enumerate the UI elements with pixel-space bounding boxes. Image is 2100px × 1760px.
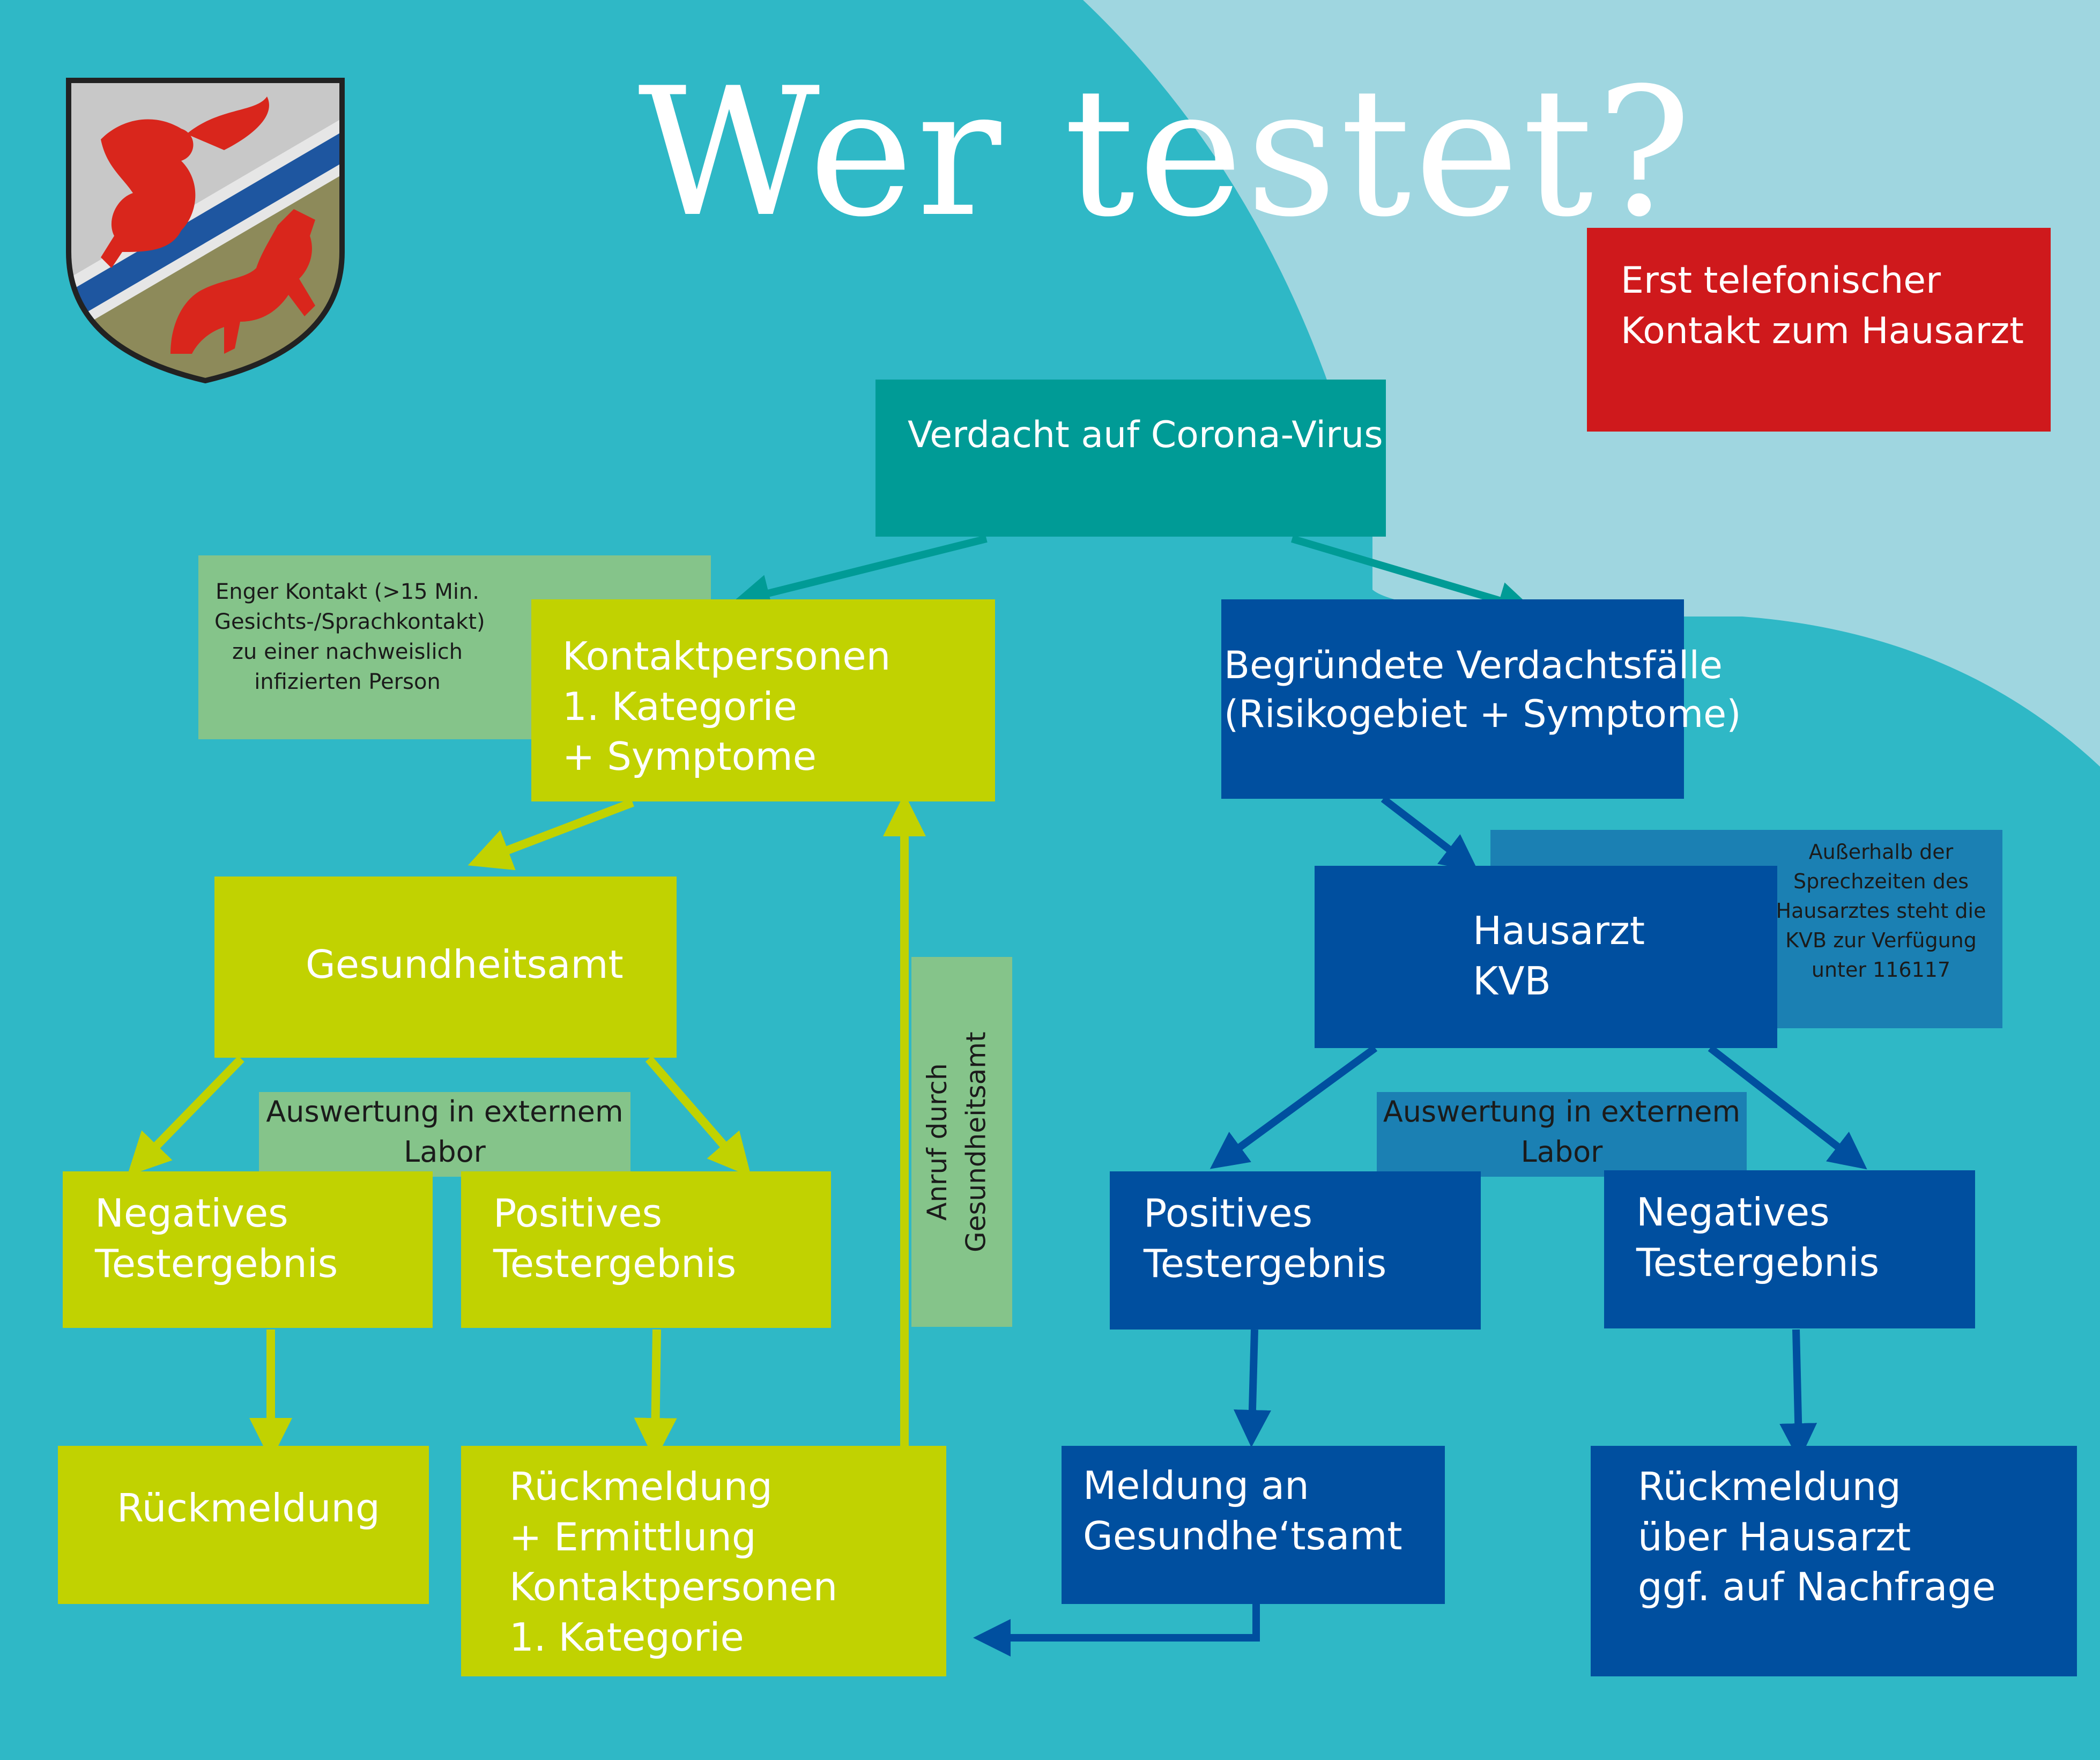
horse-icon — [170, 209, 315, 354]
page-title: Wer testet? — [638, 50, 1695, 256]
feedback-contacts-line-3: Kontaktpersonen — [509, 1564, 838, 1610]
positive-right-line-2: Testergebnis — [1144, 1241, 1387, 1286]
positive-left-line-1: Positives — [493, 1191, 663, 1236]
lab-note-left-line-1: Auswertung in externem — [266, 1095, 624, 1128]
feedback-right-line-1: Rückmeldung — [1638, 1464, 1901, 1509]
suspected-line-1: Begründete Verdachtsfälle — [1224, 643, 1723, 687]
feedback-right: Rückmeldung über Hausarzt ggf. auf Nachf… — [1591, 1446, 2077, 1676]
feedback-contacts-line-4: 1. Kategorie — [509, 1614, 744, 1660]
notice-line-2: Kontakt zum Hausarzt — [1621, 309, 2024, 352]
phone-first-notice: Erst telefonischer Kontakt zum Hausarzt — [1587, 228, 2051, 432]
lab-note-right: Auswertung in externem Labor — [1377, 1092, 1747, 1177]
after-hours-line-3: Hausarztes steht die — [1776, 899, 1986, 923]
close-contact-line-3: zu einer nachweislich — [232, 640, 463, 664]
coat-of-arms-icon — [66, 78, 345, 384]
root-label: Verdacht auf Corona-Virus — [908, 414, 1383, 456]
contacts-line-2: 1. Kategorie — [562, 684, 797, 729]
lion-icon — [101, 119, 196, 268]
close-contact-line-4: infizierten Person — [254, 670, 441, 694]
root-node: Verdacht auf Corona-Virus — [875, 380, 1386, 537]
lab-note-left: Auswertung in externem Labor — [259, 1092, 630, 1177]
negative-result-right: Negatives Testergebnis — [1604, 1170, 1975, 1328]
health-office-node: Gesundheitsamt — [214, 877, 677, 1058]
positive-result-right: Positives Testergebnis — [1110, 1171, 1481, 1330]
close-contact-line-2: Gesichts-/Sprachkontakt) — [214, 610, 485, 634]
negative-result-left: Negatives Testergebnis — [63, 1171, 433, 1328]
report-node: Meldung an Gesundhe‘tsamt — [1062, 1446, 1445, 1604]
call-note-line-1: Anruf durch — [922, 1063, 953, 1221]
feedback-right-line-2: über Hausarzt — [1638, 1514, 1911, 1560]
feedback-contacts-node: Rückmeldung + Ermittlung Kontaktpersonen… — [461, 1446, 946, 1676]
close-contact-line-1: Enger Kontakt (>15 Min. — [215, 580, 480, 604]
negative-right-line-2: Testergebnis — [1636, 1239, 1880, 1285]
after-hours-line-5: unter 116117 — [1811, 958, 1951, 982]
negative-left-line-2: Testergebnis — [95, 1241, 338, 1286]
after-hours-line-1: Außerhalb der — [1808, 840, 1954, 864]
lab-note-left-line-2: Labor — [404, 1134, 486, 1169]
report-line-2: Gesundhe‘tsamt — [1083, 1513, 1403, 1558]
call-note-text: Anruf durch Gesundheitsamt — [918, 984, 1004, 1300]
doctor-line-2: KVB — [1473, 958, 1551, 1004]
contacts-node: Kontaktpersonen 1. Kategorie + Symptome — [531, 599, 995, 801]
report-line-1: Meldung an — [1083, 1463, 1309, 1508]
feedback-contacts-line-2: + Ermittlung — [509, 1514, 756, 1560]
contacts-line-1: Kontaktpersonen — [562, 634, 891, 679]
suspected-cases-node: Begründete Verdachtsfälle (Risikogebiet … — [1221, 599, 1741, 799]
after-hours-line-2: Sprechzeiten des — [1793, 870, 1969, 894]
call-note-line-2: Gesundheitsamt — [960, 1031, 992, 1252]
doctor-line-1: Hausarzt — [1473, 908, 1645, 953]
health-office-label: Gesundheitsamt — [306, 942, 624, 987]
doctor-node: Hausarzt KVB — [1315, 866, 1777, 1048]
positive-left-line-2: Testergebnis — [493, 1241, 737, 1286]
positive-right-line-1: Positives — [1144, 1191, 1313, 1236]
feedback-left-label: Rückmeldung — [117, 1486, 380, 1531]
negative-right-line-1: Negatives — [1636, 1190, 1830, 1235]
feedback-contacts-line-1: Rückmeldung — [509, 1464, 773, 1509]
positive-result-left: Positives Testergebnis — [461, 1171, 831, 1328]
lab-note-right-line-2: Labor — [1520, 1134, 1603, 1169]
feedback-right-line-3: ggf. auf Nachfrage — [1638, 1564, 1996, 1610]
feedback-left: Rückmeldung — [58, 1446, 429, 1604]
negative-left-line-1: Negatives — [95, 1191, 288, 1236]
notice-line-1: Erst telefonischer — [1621, 259, 1941, 302]
suspected-line-2: (Risikogebiet + Symptome) — [1224, 692, 1741, 736]
lab-note-right-line-1: Auswertung in externem — [1383, 1095, 1741, 1128]
call-note — [911, 957, 1012, 1327]
after-hours-line-4: KVB zur Verfügung — [1785, 929, 1977, 953]
contacts-line-3: + Symptome — [562, 734, 817, 779]
